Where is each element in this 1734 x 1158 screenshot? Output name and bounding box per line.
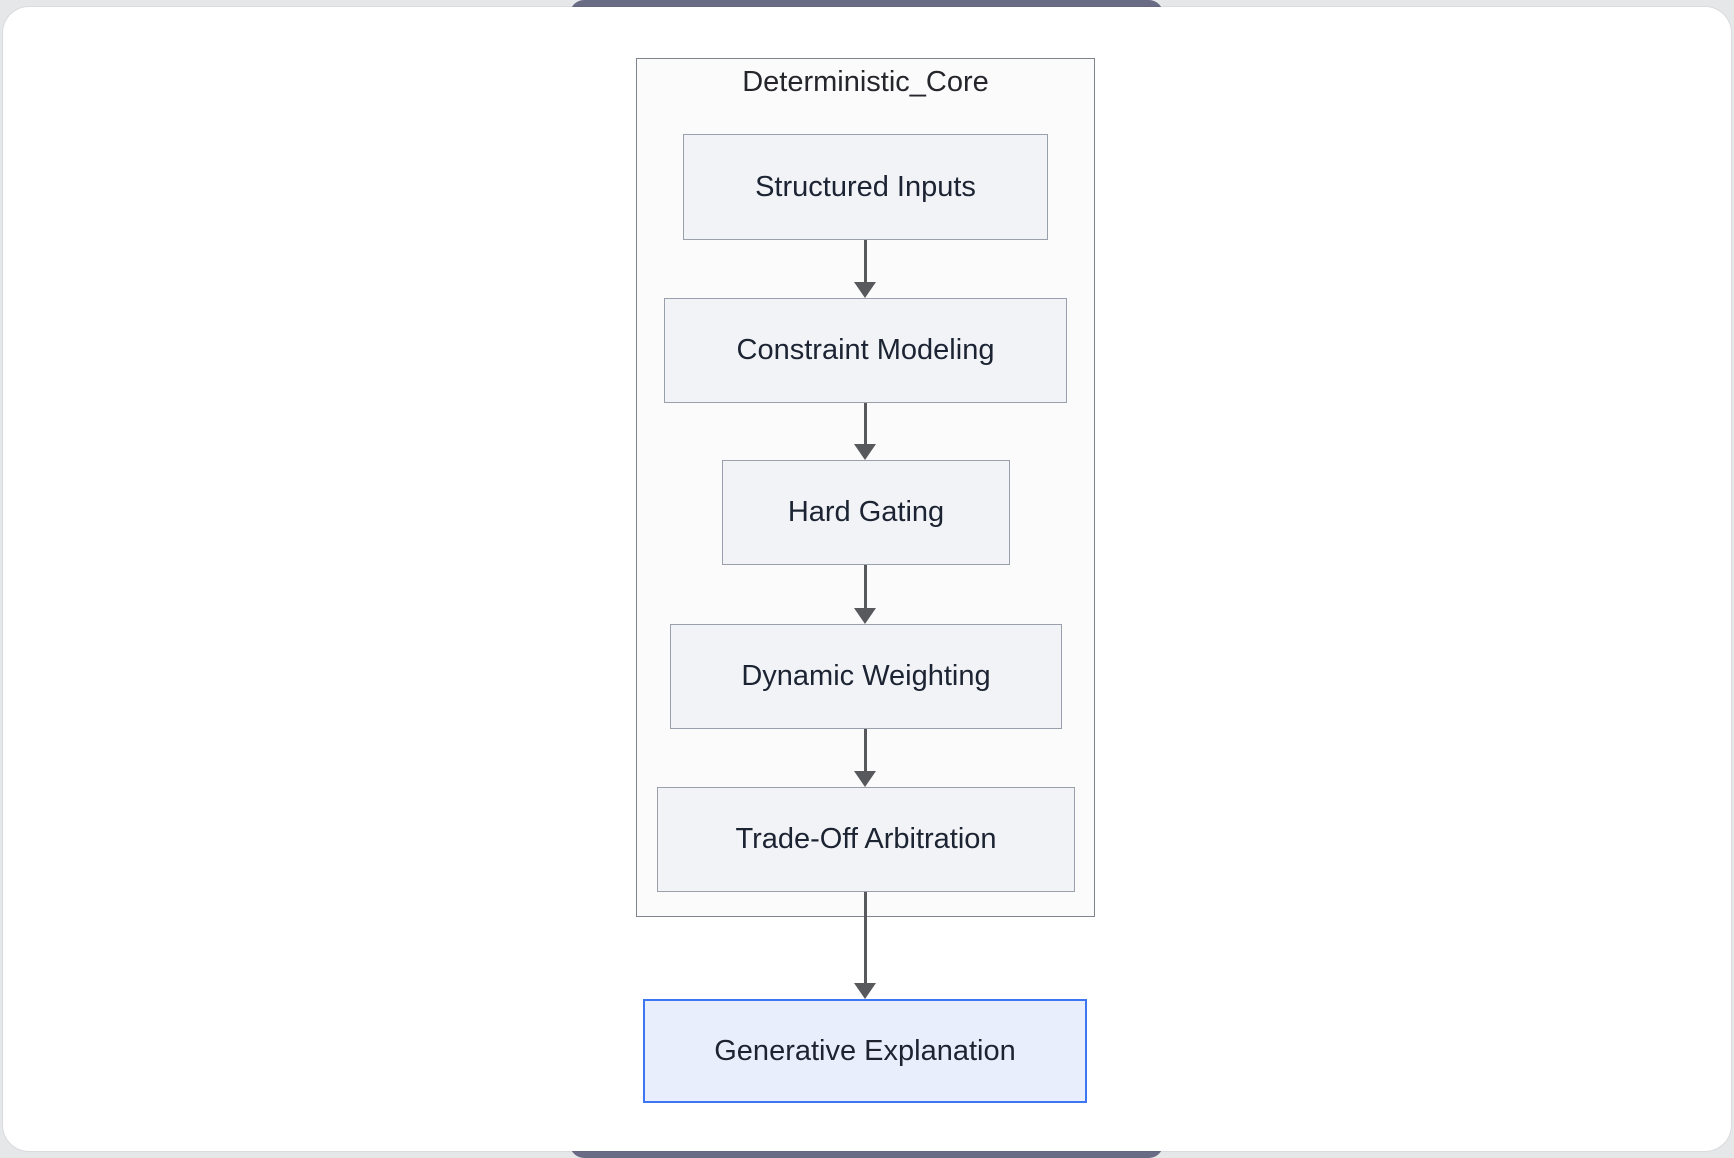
edge-line — [864, 892, 867, 985]
edge-line — [864, 729, 867, 773]
edge-line — [864, 403, 867, 446]
node-hard-gating: Hard Gating — [722, 460, 1010, 565]
node-label: Structured Inputs — [755, 170, 976, 203]
node-label: Dynamic Weighting — [741, 660, 991, 692]
arrowhead-icon — [854, 608, 876, 624]
arrowhead-icon — [854, 983, 876, 999]
node-label: Constraint Modeling — [736, 334, 995, 366]
node-constraint-modeling: Constraint Modeling — [664, 298, 1067, 403]
node-label: Generative Explanation — [714, 1034, 1016, 1067]
node-dynamic-weighting: Dynamic Weighting — [670, 624, 1062, 729]
arrowhead-icon — [854, 771, 876, 787]
edge-line — [864, 565, 867, 610]
node-label: Hard Gating — [787, 496, 945, 528]
subgraph-title: Deterministic_Core — [742, 66, 989, 98]
node-tradeoff-arbitration: Trade-Off Arbitration — [657, 787, 1075, 892]
arrowhead-icon — [854, 282, 876, 298]
edge-line — [864, 240, 867, 284]
node-label: Trade-Off Arbitration — [735, 823, 997, 855]
node-generative-explanation: Generative Explanation — [643, 999, 1087, 1103]
node-structured-inputs: Structured Inputs — [683, 134, 1048, 240]
arrowhead-icon — [854, 444, 876, 460]
